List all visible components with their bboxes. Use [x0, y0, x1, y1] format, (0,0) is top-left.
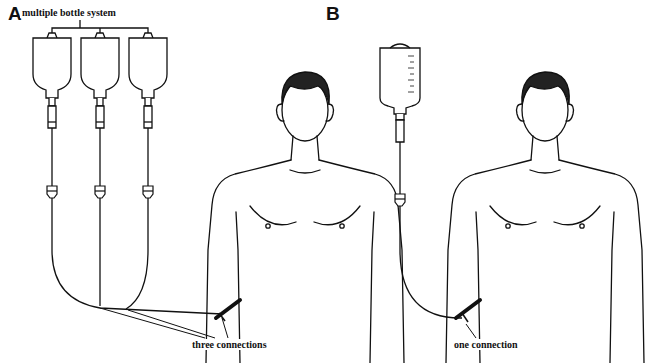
panel-letter: B [326, 4, 340, 25]
part-label: one connection [452, 339, 520, 350]
part-label: three connections [190, 339, 269, 350]
part-label: multiple bottle system [20, 7, 118, 18]
